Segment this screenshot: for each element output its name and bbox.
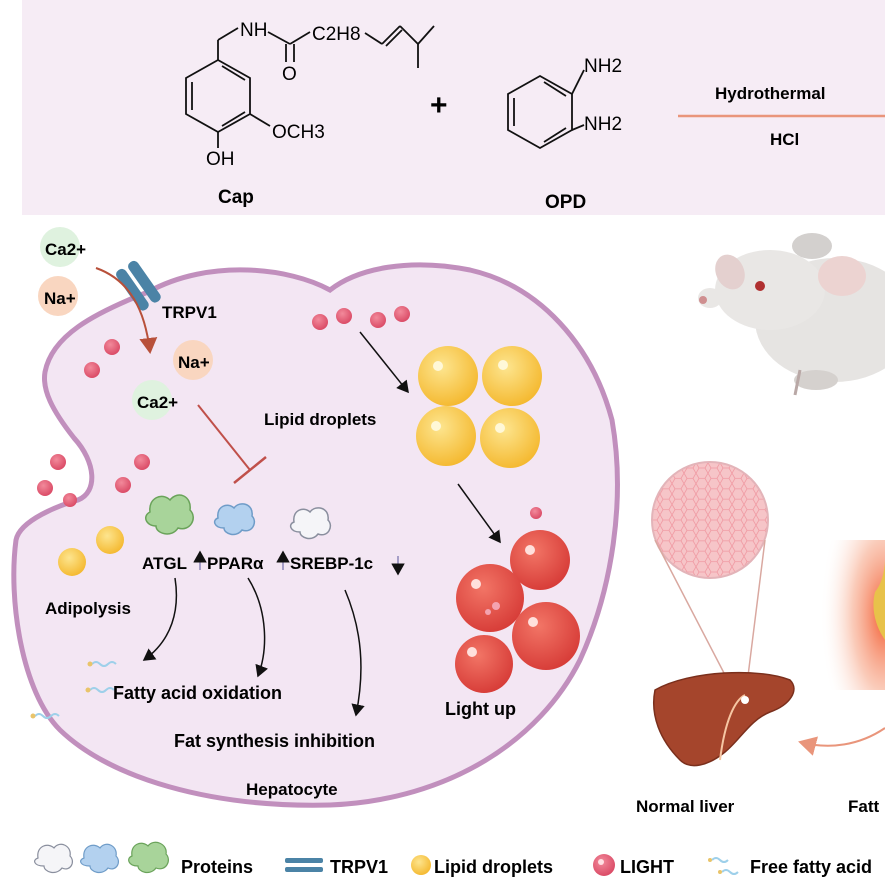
ca-ion-in-label: Ca2+ (137, 393, 178, 412)
liver-tissue-zoom (651, 461, 769, 579)
legend-trpv1-icon (285, 858, 323, 863)
lipid-droplets-label: Lipid droplets (264, 410, 376, 429)
capsaicin-structure (185, 25, 435, 148)
legend-proteins-label: Proteins (181, 857, 253, 877)
light-up-label: Light up (445, 699, 516, 719)
legend-free-fatty-acid-label: Free fatty acid (750, 857, 872, 877)
mouse-illustration (698, 233, 885, 396)
ca-ion-out-label: Ca2+ (45, 240, 86, 259)
cap-label: Cap (218, 187, 254, 208)
condition-hcl: HCl (770, 130, 799, 149)
ca-ion-outside (40, 227, 80, 267)
na-ion-out-label: Na+ (44, 289, 76, 308)
cap-och3-text: OCH3 (272, 122, 325, 143)
droplets-to-lightup-arrow (457, 483, 501, 544)
legend: Proteins TRPV1 Lipid droplets LIGHT Free… (34, 841, 872, 877)
fatty-liver-label: Fatt (848, 797, 880, 816)
liver-vessel (719, 694, 746, 761)
legend-protein-icon-green (128, 841, 169, 874)
ppar-arrow (247, 577, 269, 678)
fatty-liver-partial-icon (873, 560, 885, 640)
light-dots (37, 306, 542, 519)
ca-ion-inside (132, 380, 172, 420)
fat-synthesis-inhibition-label: Fat synthesis inhibition (174, 731, 375, 751)
dots-to-droplets-arrow (359, 331, 409, 394)
trpv1-label: TRPV1 (162, 303, 217, 322)
legend-light-icon (593, 854, 615, 876)
hepatocyte-label: Hepatocyte (246, 780, 338, 799)
inhibition-bar (233, 456, 267, 484)
opd-structure (507, 69, 585, 150)
cap-oh-text: OH (206, 149, 235, 170)
lipid-droplet-small (58, 548, 86, 576)
legend-trpv1-label: TRPV1 (330, 857, 388, 877)
legend-protein-icon-blue (80, 843, 120, 874)
srebp-arrow (344, 589, 365, 717)
free-fatty-acid-icons (30, 661, 117, 719)
adipolysis-label: Adipolysis (45, 599, 131, 618)
legend-lipid-label: Lipid droplets (434, 857, 553, 877)
reaction-band (22, 0, 885, 215)
trpv1-channel (116, 260, 161, 311)
opd-nh2-top: NH2 (584, 56, 622, 77)
inhibition-line (197, 404, 251, 471)
atgl-arrow (142, 577, 178, 661)
fatty-acid-oxidation-label: Fatty acid oxidation (113, 683, 282, 703)
cap-nh-text: NH (240, 20, 267, 41)
lipid-droplet-cluster (416, 346, 542, 468)
normal-liver-icon (653, 671, 795, 767)
ion-influx-arrow (95, 267, 158, 354)
normal-liver-label: Normal liver (636, 797, 735, 816)
recovery-arrow (798, 727, 885, 756)
opd-label: OPD (545, 192, 586, 213)
legend-free-fatty-acid-icon (708, 857, 739, 875)
glow-effect (820, 540, 885, 690)
protein-srebp-icon (289, 507, 332, 540)
atgl-label: ATGL (142, 554, 187, 573)
lit-droplet-cluster (455, 530, 580, 693)
lipid-droplet-small (96, 526, 124, 554)
na-ion-inside (173, 340, 213, 380)
plus-sign: + (430, 89, 448, 122)
legend-protein-icon-white (34, 843, 74, 874)
condition-hydrothermal: Hydrothermal (715, 84, 826, 103)
cap-c2h8-text: C2H8 (312, 24, 361, 45)
ppar-label: PPARα (207, 554, 264, 573)
cap-o-text: O (282, 64, 297, 85)
opd-nh2-bottom: NH2 (584, 114, 622, 135)
protein-atgl-icon (145, 494, 194, 535)
srebp-label: SREBP-1c (290, 554, 373, 573)
legend-light-label: LIGHT (620, 857, 674, 877)
legend-lipid-icon (411, 855, 431, 875)
protein-ppar-icon (213, 503, 256, 536)
na-ion-outside (38, 276, 78, 316)
na-ion-in-label: Na+ (178, 353, 210, 372)
